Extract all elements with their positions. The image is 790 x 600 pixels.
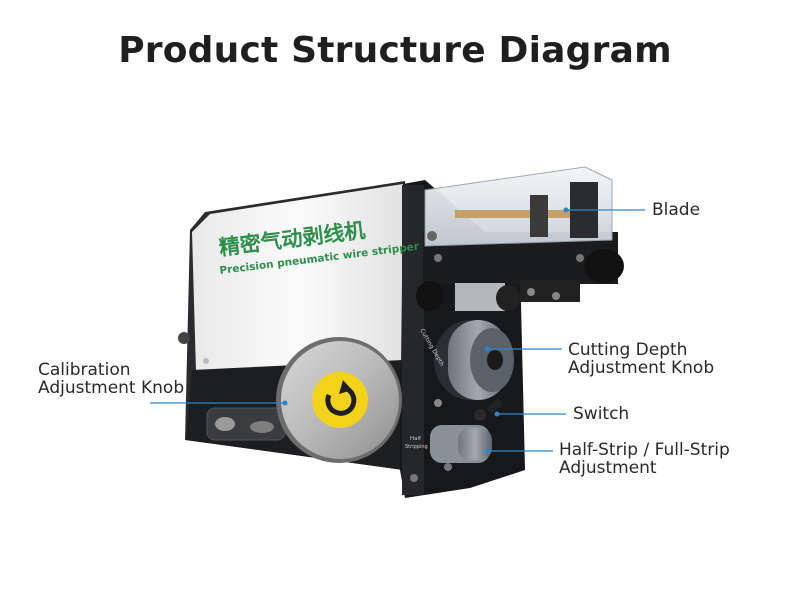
label-half-full-line1: Half-Strip / Full-Strip [559, 440, 730, 460]
label-blade-text: Blade [652, 200, 701, 220]
page-title: Product Structure Diagram [118, 30, 672, 71]
blade [530, 195, 548, 237]
label-cutting-depth-line2: Adjustment Knob [568, 358, 715, 378]
half-mark: Half [410, 436, 422, 442]
label-switch: Switch [573, 405, 629, 423]
white-side-panel [192, 184, 403, 372]
blade-assembly [416, 166, 624, 311]
switch[interactable] [474, 398, 504, 421]
calibration-dial[interactable] [276, 337, 402, 463]
label-half-full: Half-Strip / Full-Strip Adjustment [559, 441, 730, 477]
label-calibration-line1: Calibration [38, 360, 131, 380]
label-cutting-depth-line1: Cutting Depth [568, 340, 688, 360]
label-switch-text: Switch [573, 404, 630, 424]
label-calibration: Calibration Adjustment Knob [38, 361, 184, 397]
cutting-depth-knob[interactable]: Cutting Depth [418, 320, 514, 400]
label-half-full-line2: Adjustment [559, 458, 657, 478]
strip-mark: Stripping [405, 444, 428, 450]
label-calibration-line2: Adjustment Knob [38, 378, 185, 398]
label-cutting-depth: Cutting Depth Adjustment Knob [568, 341, 714, 377]
label-blade: Blade [652, 201, 700, 219]
rotate-arrow-icon [325, 385, 357, 416]
half-full-strip-knob[interactable]: Half Stripping [405, 425, 492, 463]
